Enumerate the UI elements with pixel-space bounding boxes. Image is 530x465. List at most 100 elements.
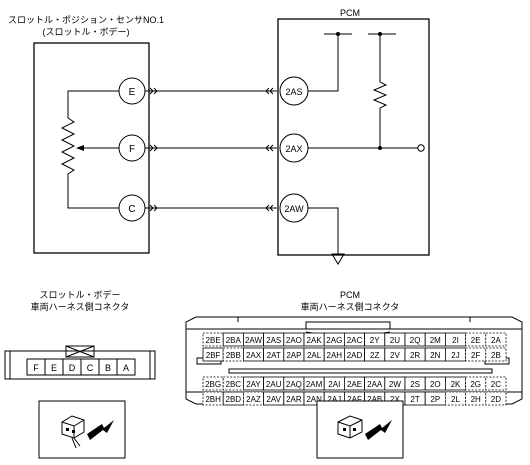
connector-pin-cell: 2AA [364, 376, 386, 391]
svg-text:2AJ: 2AJ [327, 395, 341, 404]
svg-text:2AF: 2AF [347, 395, 362, 404]
svg-text:2L: 2L [451, 395, 460, 404]
connector-pin-cell: 2BG [202, 376, 224, 391]
svg-text:2S: 2S [410, 380, 420, 389]
connector-pin-cell: 2BB [222, 347, 244, 362]
connector-pin-cell: 2M [424, 332, 446, 347]
svg-text:2AM: 2AM [306, 380, 323, 389]
junction-dot [336, 32, 340, 36]
pcm-body [277, 18, 430, 256]
pcm-vref-wire [308, 34, 339, 92]
connector-pin-cell: 2AM [303, 376, 325, 391]
pot-wire-bottom [67, 174, 120, 209]
svg-text:2AO: 2AO [286, 336, 302, 345]
svg-text:2Q: 2Q [410, 336, 421, 345]
pcm-pin-2aw: 2AW [279, 193, 309, 223]
potentiometer-resistor [60, 117, 76, 175]
svg-text:2T: 2T [410, 395, 419, 404]
connector-pin-cell: 2D [485, 391, 507, 406]
svg-text:2AX: 2AX [246, 351, 262, 360]
connector-pin-cell: 2B [485, 347, 507, 362]
connector-chevron-icon [149, 87, 158, 212]
connector-pin-cell: 2V [384, 347, 406, 362]
connector-pin-cell: A [116, 358, 136, 376]
pullup-resistor [372, 81, 388, 109]
connector-pin-cell: 2AV [263, 391, 285, 406]
svg-text:E: E [129, 87, 136, 98]
svg-text:2BC: 2BC [226, 380, 242, 389]
connector-pin-cell: 2H [465, 391, 487, 406]
svg-text:2AR: 2AR [286, 395, 302, 404]
connector-pin-cell: 2AY [242, 376, 264, 391]
connector-pin-cell: 2K [444, 376, 466, 391]
svg-text:2O: 2O [430, 380, 441, 389]
svg-text:2G: 2G [470, 380, 481, 389]
svg-text:2W: 2W [389, 380, 401, 389]
svg-text:2AW: 2AW [245, 336, 262, 345]
connector-pin-cell: 2E [465, 332, 487, 347]
connector-pin-cell: 2AO [283, 332, 305, 347]
connector-pin-cell: 2AS [263, 332, 285, 347]
svg-text:2I: 2I [452, 336, 459, 345]
connector-pin-cell: 2Z [364, 347, 386, 362]
svg-text:2AS: 2AS [285, 87, 302, 97]
svg-text:2AV: 2AV [266, 395, 281, 404]
svg-text:2N: 2N [430, 351, 440, 360]
connector-divider [228, 368, 493, 374]
svg-text:D: D [69, 363, 76, 373]
connector-pin-cell: 2O [424, 376, 446, 391]
svg-text:2AT: 2AT [267, 351, 281, 360]
connector-pin-cell: 2Y [364, 332, 386, 347]
left-connector-subtitle: 車両ハーネス側コネクタ [31, 301, 130, 312]
connector-pin-cell: F [26, 358, 46, 376]
svg-text:2AW: 2AW [284, 204, 304, 214]
connector-pin-cell: 2AD [343, 347, 365, 362]
svg-text:2AN: 2AN [306, 395, 322, 404]
connector-pin-cell: 2AK [303, 332, 325, 347]
svg-text:2AH: 2AH [327, 351, 343, 360]
svg-text:2AL: 2AL [307, 351, 322, 360]
connector-pin-cell: E [44, 358, 64, 376]
pcm-pin-2as: 2AS [279, 76, 309, 106]
svg-text:2P: 2P [430, 395, 440, 404]
connector-pin-cell: 2BF [202, 347, 224, 362]
connector-pin-cell: 2U [384, 332, 406, 347]
signal-terminal [417, 144, 425, 152]
connector-pin-cell: 2AW [242, 332, 264, 347]
svg-text:2AB: 2AB [367, 395, 382, 404]
svg-text:B: B [105, 363, 111, 373]
connector-pin-cell: 2AG [323, 332, 345, 347]
svg-text:2U: 2U [390, 336, 400, 345]
svg-text:2F: 2F [471, 351, 480, 360]
svg-text:2D: 2D [491, 395, 501, 404]
connector-pin-cell: 2I [444, 332, 466, 347]
svg-text:2AX: 2AX [285, 144, 302, 154]
pcm-pin-2ax: 2AX [279, 133, 309, 163]
connector-pin-cell: 2T [404, 391, 426, 406]
svg-text:E: E [51, 363, 57, 373]
svg-text:2H: 2H [471, 395, 481, 404]
pot-wire-top [67, 90, 120, 118]
connector-pin-cell: 2AP [283, 347, 305, 362]
svg-text:2AS: 2AS [266, 336, 281, 345]
svg-text:2K: 2K [451, 380, 461, 389]
connector-pin-cell: 2AE [343, 376, 365, 391]
connector-pin-cell: 2R [404, 347, 426, 362]
svg-text:2A: 2A [491, 336, 501, 345]
svg-text:C: C [128, 204, 135, 215]
svg-text:2AQ: 2AQ [286, 380, 302, 389]
connector-pin-cell: 2AZ [242, 391, 264, 406]
sensor-title: スロットル・ポジション・センサNO.1 [8, 15, 164, 25]
connector-pin-cell: 2BD [222, 391, 244, 406]
connector-pin-cell: 2W [384, 376, 406, 391]
connector-pin-cell: 2AR [283, 391, 305, 406]
right-connector-title: PCM [340, 290, 360, 300]
connector-pin-cell: 2BH [202, 391, 224, 406]
sensor-pin-c: C [118, 194, 146, 222]
svg-text:F: F [129, 144, 135, 155]
svg-text:C: C [87, 363, 94, 373]
sensor-pin-e: E [118, 77, 146, 105]
connector-pin-cell: 2AC [343, 332, 365, 347]
connector-pin-cell: 2AQ [283, 376, 305, 391]
svg-text:2AE: 2AE [347, 380, 362, 389]
